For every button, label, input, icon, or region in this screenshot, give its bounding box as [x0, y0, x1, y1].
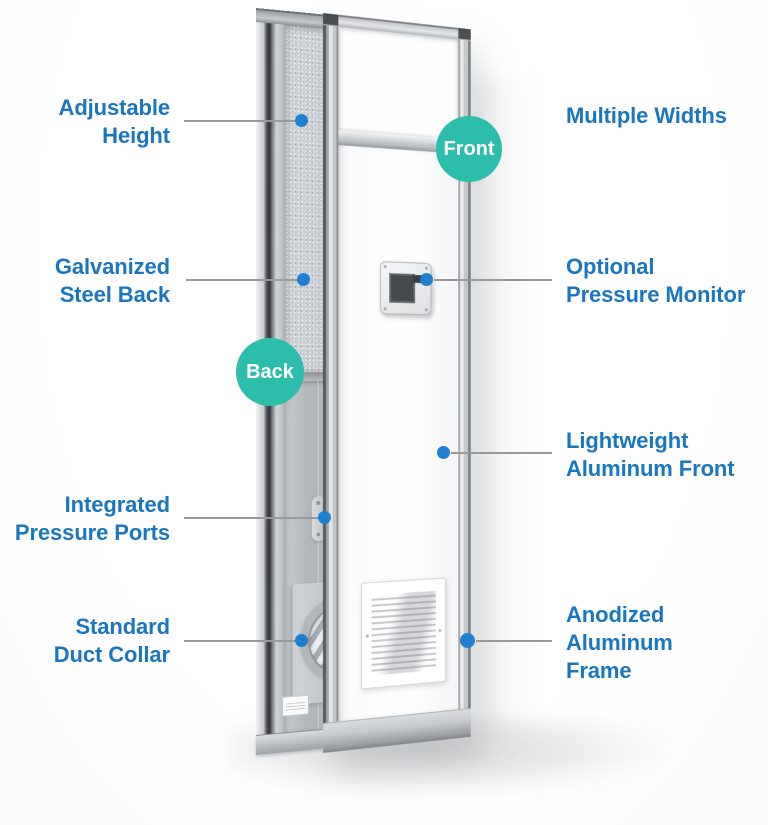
callout-label-anodized-aluminum-frame: Anodized Aluminum Frame	[566, 601, 766, 685]
screw	[384, 307, 387, 310]
callout-dot	[318, 511, 331, 524]
screw	[439, 629, 442, 632]
front-badge-label: Front	[443, 138, 494, 161]
monitor-screen	[389, 273, 415, 303]
screw	[366, 635, 369, 638]
front-panel-left-rail	[323, 13, 338, 753]
callout-line	[184, 640, 296, 642]
screw	[384, 265, 387, 268]
grille-louvers	[372, 591, 436, 676]
back-badge: Back	[236, 338, 304, 406]
corner-cap	[458, 28, 470, 40]
callout-dot	[295, 114, 308, 127]
callout-line	[184, 120, 296, 122]
pressure-monitor	[380, 261, 431, 315]
callout-dot	[420, 273, 433, 286]
callout-dot	[295, 634, 308, 647]
callout-line	[186, 279, 298, 281]
callout-line	[451, 452, 552, 454]
callout-label-standard-duct-collar: Standard Duct Collar	[0, 613, 170, 669]
callout-label-multiple-widths: Multiple Widths	[566, 102, 766, 130]
label-sticker-text-lines	[286, 700, 305, 712]
adjustable-top-window	[338, 27, 458, 140]
screw	[425, 267, 428, 270]
callout-label-integrated-pressure-ports: Integrated Pressure Ports	[0, 491, 170, 547]
screw	[316, 532, 320, 536]
callout-label-galvanized-steel-back: Galvanized Steel Back	[0, 253, 170, 309]
callout-label-adjustable-height: Adjustable Height	[0, 94, 170, 150]
front-badge: Front	[436, 116, 502, 182]
callout-line	[434, 279, 552, 281]
callout-label-optional-pressure-monitor: Optional Pressure Monitor	[566, 253, 766, 309]
callout-dot	[437, 446, 450, 459]
back-badge-label: Back	[246, 361, 294, 384]
screw	[425, 308, 428, 311]
screw	[316, 501, 320, 505]
callout-dot	[297, 273, 310, 286]
callout-label-lightweight-aluminum-front: Lightweight Aluminum Front	[566, 427, 766, 483]
callout-line	[184, 517, 319, 519]
callout-line	[476, 640, 552, 642]
label-sticker	[282, 695, 309, 717]
corner-cap	[323, 13, 338, 26]
louvered-grille	[361, 578, 446, 690]
callout-dot	[460, 633, 475, 648]
